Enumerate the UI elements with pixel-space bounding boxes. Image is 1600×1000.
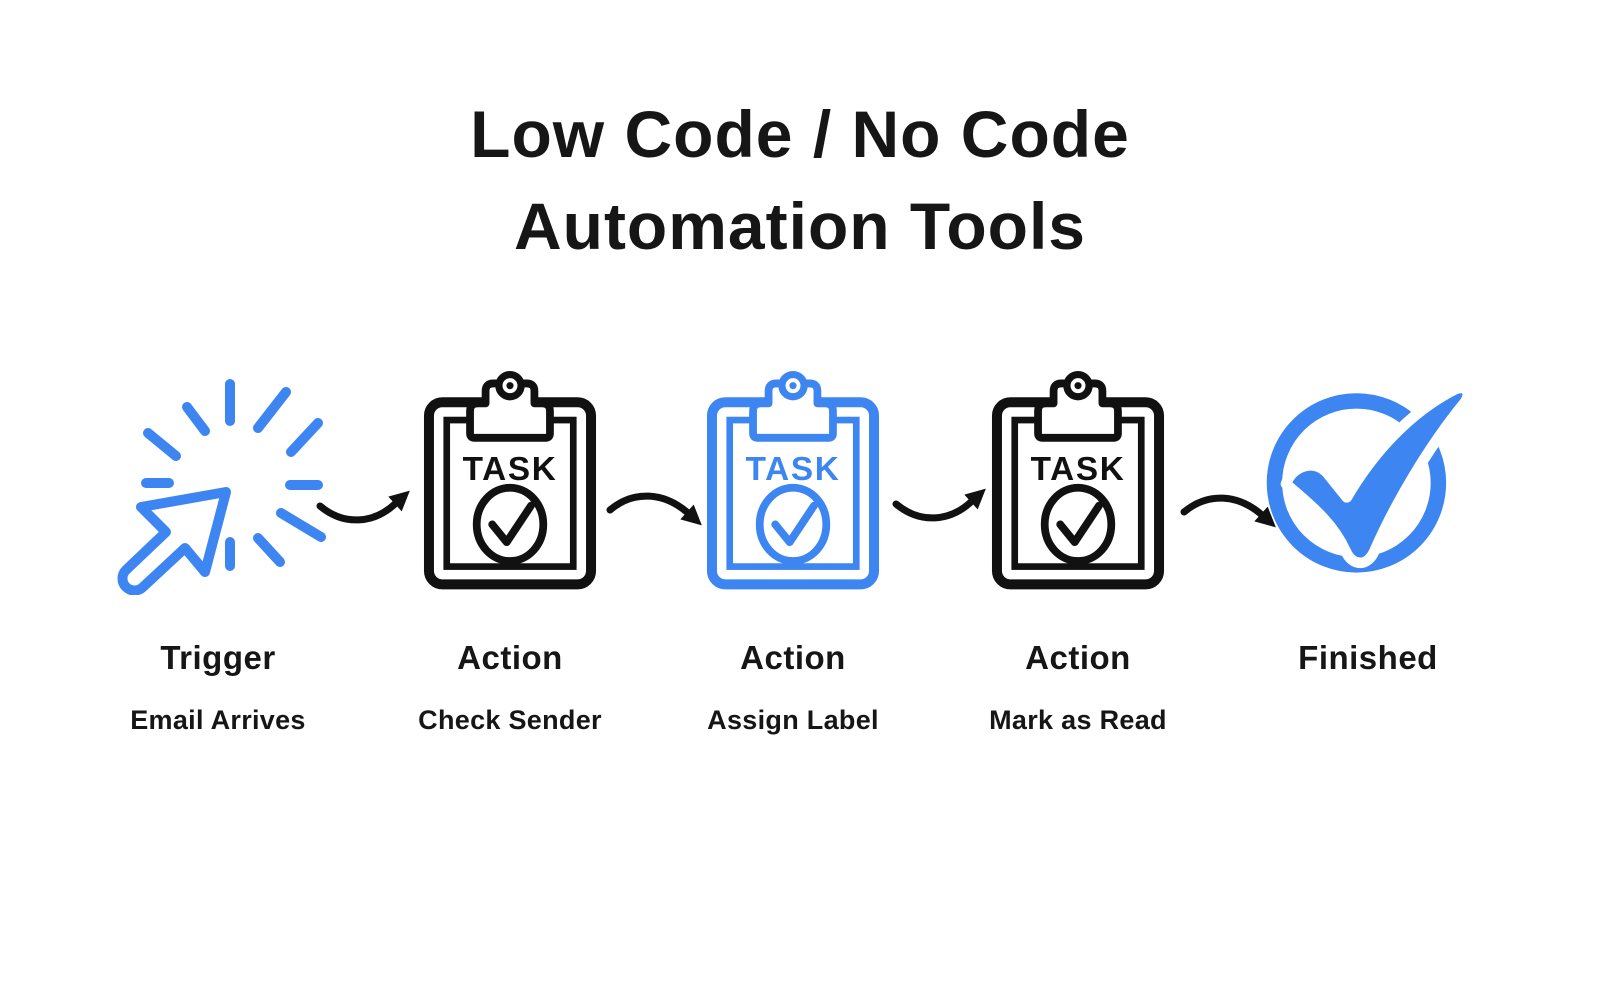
title-line-1: Low Code / No Code (470, 97, 1130, 171)
step-action-1: TASK Action Check Sender (360, 365, 660, 736)
step-label: Action (457, 639, 563, 676)
step-sublabel: Check Sender (418, 705, 602, 735)
step-sublabel: Email Arrives (130, 705, 306, 735)
task-clipboard-icon: TASK (423, 370, 597, 590)
flow-arrow-4 (1180, 494, 1276, 528)
step-action-2: TASK Action Assign Label (643, 365, 943, 736)
step-label: Action (1025, 639, 1131, 676)
step-label: Action (740, 639, 846, 676)
task-clipboard-icon: TASK (706, 370, 880, 590)
step-trigger: Trigger Email Arrives (68, 365, 368, 736)
clipboard-task-text: TASK (1031, 451, 1126, 488)
step-sublabel: Assign Label (707, 705, 879, 735)
step-label: Finished (1298, 639, 1438, 676)
flow-arrow-1 (316, 490, 410, 524)
page-title: Low Code / No Code Automation Tools (0, 88, 1600, 272)
title-line-2: Automation Tools (513, 189, 1087, 263)
step-label: Trigger (160, 639, 276, 676)
click-cursor-icon (117, 379, 326, 595)
clipboard-task-text: TASK (746, 451, 841, 488)
check-circle-icon (1266, 382, 1473, 573)
flow-arrow-2 (606, 492, 702, 526)
task-clipboard-icon: TASK (991, 370, 1165, 590)
clipboard-task-text: TASK (463, 451, 558, 488)
step-sublabel: Mark as Read (989, 705, 1167, 735)
step-finished: Finished (1218, 365, 1518, 705)
flow-arrow-3 (892, 488, 986, 522)
step-action-3: TASK Action Mark as Read (928, 365, 1228, 736)
